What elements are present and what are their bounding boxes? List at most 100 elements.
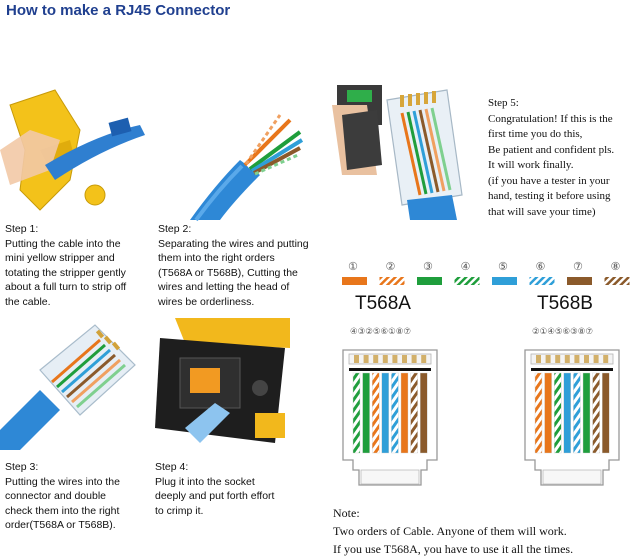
step1-title: Step 1:: [5, 223, 39, 235]
step5-line: Be patient and confident pls.: [488, 143, 615, 156]
color-key-number: ①: [348, 260, 358, 273]
connector-pin: [411, 355, 417, 363]
step1-stripper-image: [0, 89, 150, 220]
t568a-label: T568A: [355, 293, 411, 314]
step5-line: (if you have a tester in your: [488, 174, 610, 187]
connector-pin: [593, 355, 599, 363]
connector-wire: [410, 372, 418, 454]
step2-line: them into the right orders: [158, 252, 275, 264]
step4-title: Step 4:: [155, 461, 189, 473]
connector-pin-band: [348, 353, 432, 365]
color-key-swatch: [529, 277, 555, 285]
step3-text: Step 3: Putting the wires into the conne…: [5, 460, 120, 533]
step5-line: first time you do this,: [488, 128, 583, 140]
note-block: Note: Two orders of Cable. Anyone of the…: [333, 504, 573, 558]
step4-line: Plug it into the socket: [155, 475, 255, 488]
t568b-label: T568B: [537, 293, 593, 314]
step4-line: deeply and put forth effort: [155, 490, 275, 502]
step5-line: Congratulation! If this is the: [488, 112, 613, 125]
step1-line: totating the stripper gently: [5, 266, 126, 279]
step3-connector-image: [0, 320, 140, 450]
step3-line: connector and double: [5, 490, 106, 502]
connector-wire: [601, 372, 610, 454]
step1-line: about a full turn to strip off: [5, 281, 127, 293]
connector-wire: [544, 372, 552, 454]
step4-line: to crimp it.: [155, 504, 204, 517]
step2-text: Step 2: Separating the wires and putting…: [158, 222, 309, 309]
connector-wire: [391, 372, 399, 454]
t568b-connector-diagram: [524, 349, 620, 486]
color-key-number: ⑥: [535, 260, 546, 273]
step5-title: Step 5:: [488, 97, 519, 109]
step3-title: Step 3:: [5, 461, 39, 473]
connector-pin: [545, 355, 551, 363]
color-key-number: ⑧: [610, 260, 621, 273]
color-key-swatch: [492, 277, 517, 285]
connector-wire: [400, 372, 409, 454]
connector-wire: [534, 372, 543, 454]
step2-title: Step 2:: [158, 223, 192, 235]
color-key-swatch: [604, 277, 630, 285]
page-title: How to make a RJ45 Connector: [6, 2, 231, 19]
step2-line: wires and letting the head of: [158, 281, 290, 293]
color-key-swatch: [417, 277, 442, 285]
color-key-number: ②: [385, 260, 396, 273]
t568a-connector-diagram: [342, 349, 438, 486]
step3-line: Putting the wires into the: [5, 475, 120, 488]
connector-pin: [421, 355, 427, 363]
step2-line: Separating the wires and putting: [158, 237, 309, 250]
step4-crimp-image: [155, 318, 290, 453]
connector-pin: [603, 355, 609, 363]
connector-wire: [372, 372, 380, 454]
wire-color-key: ① ② ③ ④ ⑤ ⑥ ⑦ ⑧: [340, 260, 640, 290]
step5-text: Step 5: Congratulation! If this is the f…: [488, 96, 614, 220]
connector-pin-band: [530, 353, 614, 365]
color-key-number: ⑦: [573, 260, 583, 273]
note-title: Note:: [333, 506, 360, 520]
step2-line: wires be orderliness.: [158, 295, 255, 308]
color-key-number: ④: [460, 260, 471, 273]
connector-pin: [536, 355, 541, 363]
step1-line: Putting the cable into the: [5, 237, 121, 250]
connector-wire: [362, 372, 370, 454]
note-line: If you use T568A, you have to use it all…: [333, 542, 574, 556]
step5-line: It will work finally.: [488, 159, 574, 171]
connector-wire: [419, 372, 428, 454]
t568b-pin-order: ②①④⑤⑥③⑧⑦: [532, 327, 593, 337]
color-key-number: ⑤: [498, 260, 508, 273]
connector-wire: [592, 372, 600, 454]
step5-tester-image: [332, 85, 482, 220]
t568a-pin-order: ④③②⑤⑥①⑧⑦: [350, 327, 411, 337]
step1-line: mini yellow stripper and: [5, 252, 115, 264]
color-key-swatch: [567, 277, 592, 285]
color-key-swatch: [342, 277, 367, 285]
step3-line: order(T568A or T568B).: [5, 519, 116, 531]
connector-wire: [582, 372, 591, 454]
step2-line: (T568A or T568B), Cutting the: [158, 266, 298, 279]
connector-wire: [573, 372, 581, 454]
step2-wires-image: [160, 90, 320, 222]
step5-line: that will save your time): [488, 205, 596, 218]
connector-pin: [564, 355, 570, 363]
connector-pin: [363, 355, 369, 363]
connector-wire: [352, 372, 361, 454]
connector-pin: [382, 355, 388, 363]
connector-wire: [563, 372, 571, 454]
connector-pin: [574, 355, 580, 363]
step4-text: Step 4: Plug it into the socket deeply a…: [155, 460, 274, 518]
color-key-swatch: [379, 277, 405, 285]
connector-pin: [402, 355, 407, 363]
connector-pin: [354, 355, 359, 363]
connector-pin: [392, 355, 398, 363]
step1-text: Step 1: Putting the cable into the mini …: [5, 222, 126, 309]
color-key-swatch: [454, 277, 480, 285]
color-key-swatches: [342, 277, 630, 285]
step1-line: the cable.: [5, 295, 51, 308]
connector-wire: [381, 372, 389, 454]
step3-line: check them into the right: [5, 504, 120, 517]
connector-pin: [555, 355, 561, 363]
color-key-number: ③: [423, 260, 433, 273]
connector-wire: [554, 372, 562, 454]
step5-line: hand, testing it before using: [488, 190, 611, 202]
connector-pin: [373, 355, 379, 363]
